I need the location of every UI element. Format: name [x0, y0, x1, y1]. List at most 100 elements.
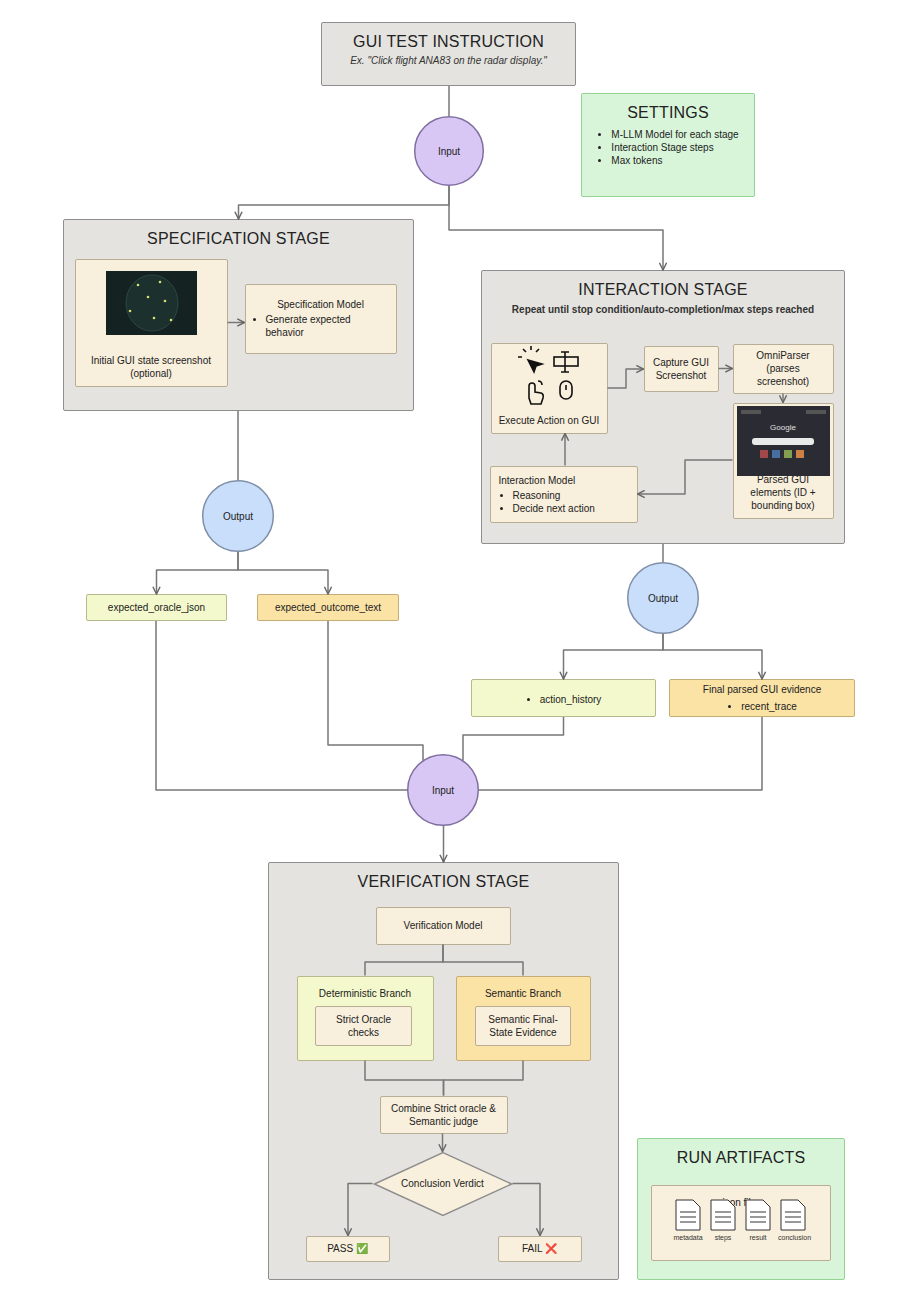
node-heading: GUI TEST INSTRUCTION [328, 33, 569, 51]
bullet-list: ReasoningDecide next action [499, 489, 631, 515]
artifacts-box: RUN ARTIFACTS .json files [637, 1138, 845, 1280]
file-label: metadata [673, 1234, 703, 1241]
file-label: steps [708, 1234, 738, 1241]
text-group: Deterministic Branch [298, 977, 433, 1003]
text-group: expected_outcome_text [258, 598, 398, 617]
bullet-item: Reasoning [513, 489, 631, 502]
text-group: .json files [652, 1186, 830, 1212]
process-box: OmniParser (parses screenshot) [733, 344, 834, 394]
text-group: Capture GUI Screenshot [645, 353, 718, 385]
node-heading: Specification Model [252, 298, 390, 311]
node-heading: OmniParser (parses screenshot) [740, 349, 827, 388]
node-heading: .json files [658, 1196, 824, 1209]
file-label: result [743, 1234, 773, 1241]
text-group: expected_oracle_json [87, 598, 226, 617]
process-box: Specification ModelGenerate expected beh… [245, 284, 397, 354]
text-group: Output [202, 507, 274, 526]
text-group: INTERACTION STAGE Repeat until stop condi… [482, 271, 844, 319]
connector-line [328, 621, 423, 760]
text-group: GUI TEST INSTRUCTION Ex. "Click flight AN… [322, 23, 575, 69]
text-group: SPECIFICATION STAGE [64, 220, 413, 255]
input-circle: Input [407, 754, 479, 826]
node-heading: RUN ARTIFACTS [644, 1149, 838, 1167]
connector-line [443, 826, 445, 862]
artifact-box: Final parsed GUI evidence recent_trace [669, 679, 855, 717]
node-heading: VERIFICATION STAGE [275, 873, 612, 891]
file-label: conclusion [778, 1234, 808, 1241]
text-group: FAIL ❌ [499, 1239, 581, 1258]
text-group: OmniParser (parses screenshot) [734, 346, 833, 391]
text-group: Conclusion Verdict [373, 1174, 513, 1193]
artifact-box: expected_oracle_json [86, 594, 227, 621]
connector-line [564, 634, 664, 679]
node-heading: Final parsed GUI evidence [676, 683, 848, 696]
text-group: Semantic Final-State Evidence [476, 1010, 570, 1042]
text-group: Input [414, 142, 484, 161]
node-heading: expected_outcome_text [264, 601, 392, 614]
text-group: VERIFICATION STAGE [269, 863, 618, 898]
bullet-item: Generate expected behavior [266, 313, 390, 339]
circle-shape [628, 563, 699, 634]
text-group: Combine Strict oracle & Semantic judge [381, 1099, 507, 1131]
node-heading: Parsed GUI elements (ID + bounding box) [740, 473, 827, 512]
connector-line [449, 186, 663, 270]
branch-box: Deterministic BranchStrict Oracle checks [297, 976, 434, 1061]
text-group: Input [407, 781, 479, 800]
bullet-list: M-LLM Model for each stageInteraction St… [597, 128, 738, 167]
node-heading: SPECIFICATION STAGE [70, 230, 407, 248]
screenshot-text: Google [763, 423, 803, 432]
text-group: RUN ARTIFACTS [638, 1139, 844, 1174]
text-group: Verification Model [377, 916, 510, 935]
result-box: FAIL ❌ [498, 1236, 582, 1262]
artifact-box: expected_outcome_text [257, 594, 399, 621]
node-heading: Output [208, 510, 268, 523]
node-heading: Output [633, 592, 693, 605]
decision-diamond: Conclusion Verdict [373, 1152, 513, 1216]
text-group: Interaction ModelReasoningDecide next ac… [491, 471, 637, 518]
bullet-item: Interaction Stage steps [611, 141, 738, 154]
connector-line [238, 552, 328, 594]
text-group: Final parsed GUI evidence recent_trace [670, 680, 854, 717]
screenshot-box: Parsed GUI elements (ID + bounding box) [733, 403, 834, 519]
circle-shape [415, 117, 484, 186]
bullet-item: action_history [540, 693, 602, 706]
text-group: Strict Oracle checks [316, 1010, 411, 1042]
screenshot-box: Initial GUI state screenshot (optional) [75, 259, 228, 387]
diamond-shape [374, 1152, 511, 1215]
text-group: SETTINGSM-LLM Model for each stageIntera… [582, 94, 754, 171]
node-text: Repeat until stop condition/auto-complet… [488, 303, 838, 316]
connector-line [237, 411, 239, 480]
connector-line [662, 544, 664, 562]
instruction-box: GUI TEST INSTRUCTION Ex. "Click flight AN… [321, 22, 576, 86]
action-box: Execute Action on GUI [491, 343, 608, 434]
node-text: Ex. "Click flight ANA83 on the radar dis… [328, 55, 569, 66]
node-heading: Execute Action on GUI [498, 414, 601, 427]
bullet-list: Generate expected behavior [252, 313, 390, 339]
node-heading: expected_oracle_json [93, 601, 220, 614]
node-heading: INTERACTION STAGE [488, 281, 838, 299]
connector-line [157, 552, 239, 594]
process-box: Interaction ModelReasoningDecide next ac… [490, 466, 638, 523]
text-group: action_history [472, 686, 655, 710]
process-box: Capture GUI Screenshot [644, 346, 719, 392]
connector-line [239, 186, 450, 219]
node-heading: Verification Model [383, 919, 504, 932]
node-heading: Combine Strict oracle & Semantic judge [387, 1102, 501, 1128]
connector-line [156, 621, 407, 790]
node-heading: Input [413, 784, 473, 797]
node-heading: Input [420, 145, 478, 158]
node-heading: Deterministic Branch [304, 987, 427, 1000]
bullet-list: recent_trace [727, 700, 797, 713]
process-box: Semantic Final-State Evidence [475, 1006, 571, 1046]
result-box: PASS ✅ [306, 1236, 390, 1262]
circle-shape [408, 755, 479, 826]
text-group: Initial GUI state screenshot (optional) [76, 351, 227, 386]
bullet-item: M-LLM Model for each stage [611, 128, 738, 141]
node-heading: FAIL ❌ [505, 1242, 575, 1255]
output-circle: Output [627, 562, 699, 634]
files-box: .json files [651, 1185, 831, 1261]
settings-box: SETTINGSM-LLM Model for each stageIntera… [581, 93, 755, 197]
stage-container: INTERACTION STAGE Repeat until stop condi… [481, 270, 845, 544]
bullet-item: Decide next action [513, 502, 631, 515]
